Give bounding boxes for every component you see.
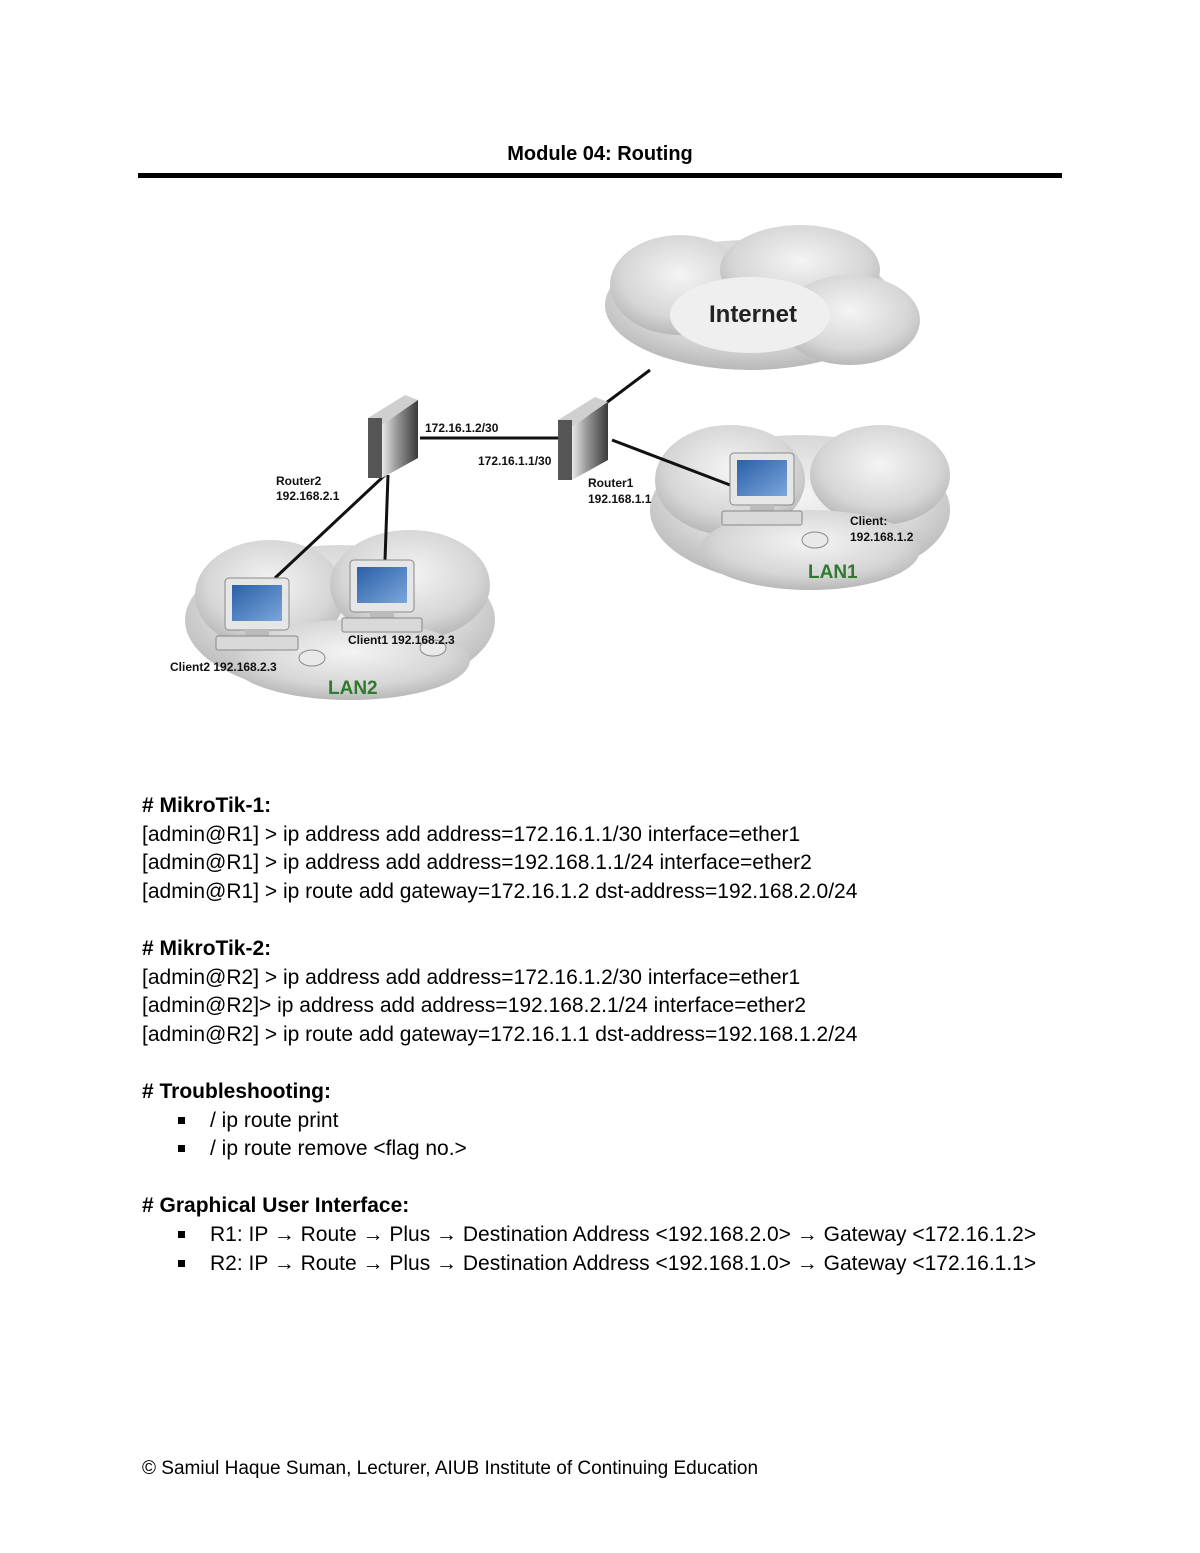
lan1-label: LAN1 xyxy=(808,562,858,583)
lan1-client-name-label: Client: xyxy=(850,514,887,528)
command-line: [admin@R1] > ip address add address=192.… xyxy=(142,851,812,875)
bullet-list: R1: IP → Route → Plus → Destination Addr… xyxy=(142,1221,1082,1278)
client2-computer-icon xyxy=(215,577,326,667)
router1-link-ip-label: 172.16.1.1/30 xyxy=(478,454,552,468)
bullet-icon xyxy=(178,1230,185,1238)
router1-name-label: Router1 xyxy=(588,476,634,490)
lan1-client-computer-icon xyxy=(721,452,829,549)
list-item: R2: IP → Route → Plus → Destination Addr… xyxy=(178,1250,1082,1279)
network-diagram: Internet xyxy=(170,225,950,700)
router1-ip-label: 192.168.1.1 xyxy=(588,492,652,506)
page-title: Module 04: Routing xyxy=(507,143,693,165)
list-item: / ip route remove <flag no.> xyxy=(178,1135,1082,1164)
router1-icon xyxy=(558,397,608,480)
router2-link-ip-label: 172.16.1.2/30 xyxy=(425,421,499,435)
section-mikrotik1: # MikroTik-1: [admin@R1] > ip address ad… xyxy=(142,792,1082,906)
list-item: R1: IP → Route → Plus → Destination Addr… xyxy=(178,1221,1082,1250)
lan2-label: LAN2 xyxy=(328,678,378,699)
content: # MikroTik-1: [admin@R1] > ip address ad… xyxy=(142,792,1082,1278)
section-troubleshooting: # Troubleshooting: / ip route print / ip… xyxy=(142,1078,1082,1164)
bullet-icon xyxy=(178,1145,185,1153)
section-gui: # Graphical User Interface: R1: IP → Rou… xyxy=(142,1192,1082,1278)
section-mikrotik2: # MikroTik-2: [admin@R2] > ip address ad… xyxy=(142,935,1082,1049)
lan1-cloud xyxy=(650,425,950,590)
bullet-icon xyxy=(178,1116,185,1124)
section-title: # Troubleshooting: xyxy=(142,1079,331,1103)
section-title: # MikroTik-1: xyxy=(142,794,272,817)
router2-name-label: Router2 xyxy=(276,474,322,488)
bullet-list: / ip route print / ip route remove <flag… xyxy=(142,1107,1082,1164)
command-line: [admin@R1] > ip route add gateway=172.16… xyxy=(142,879,858,903)
section-title: # Graphical User Interface: xyxy=(142,1194,410,1218)
router2-icon xyxy=(368,395,418,478)
connection-lines xyxy=(273,368,731,580)
client1-label: Client1 192.168.2.3 xyxy=(348,633,455,647)
bullet-icon xyxy=(178,1259,185,1267)
command-line: [admin@R2] > ip address add address=172.… xyxy=(142,965,801,989)
command-line: [admin@R2] > ip route add gateway=172.16… xyxy=(142,1022,858,1046)
section-title: # MikroTik-2: xyxy=(142,936,272,960)
list-item: / ip route print xyxy=(178,1107,1082,1136)
footer-copyright: © Samiul Haque Suman, Lecturer, AIUB Ins… xyxy=(142,1458,759,1479)
header-rule xyxy=(138,173,1062,178)
command-line: [admin@R1] > ip address add address=172.… xyxy=(142,822,801,846)
client2-label: Client2 192.168.2.3 xyxy=(170,660,277,674)
lan1-client-ip-label: 192.168.1.2 xyxy=(850,530,914,544)
internet-label: Internet xyxy=(709,301,797,328)
router2-ip-label: 192.168.2.1 xyxy=(276,489,340,503)
internet-cloud: Internet xyxy=(605,225,920,370)
command-line: [admin@R2]> ip address add address=192.1… xyxy=(142,994,807,1018)
client1-computer-icon xyxy=(341,559,447,657)
